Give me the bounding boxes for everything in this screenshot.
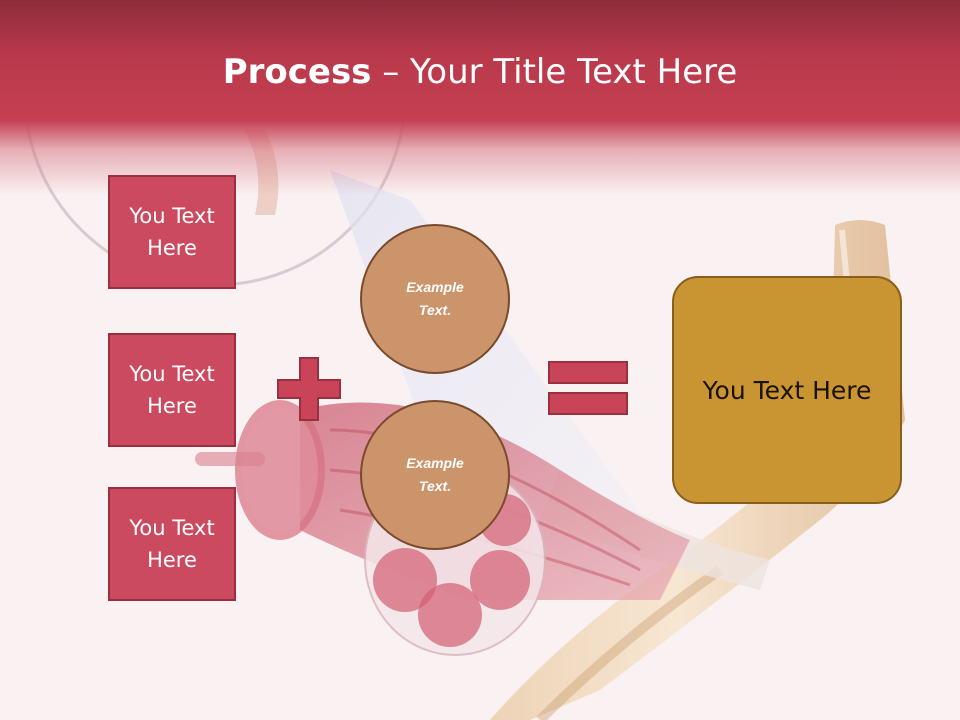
input-box-3[interactable]: You Text Here — [108, 487, 236, 601]
example-circle-label: Example Text. — [406, 455, 464, 494]
header-band — [0, 0, 960, 195]
example-circle-label: Example Text. — [406, 279, 464, 318]
example-circle-2[interactable]: Example Text. — [360, 400, 510, 550]
title-bold: Process — [222, 52, 372, 92]
plus-icon — [277, 357, 341, 421]
input-box-2[interactable]: You Text Here — [108, 333, 236, 447]
input-box-label: You Text Here — [129, 516, 215, 572]
result-label: You Text Here — [702, 375, 872, 405]
example-circle-1[interactable]: Example Text. — [360, 224, 510, 374]
input-box-label: You Text Here — [129, 204, 215, 260]
title-rest: – Your Title Text Here — [371, 52, 738, 92]
result-box[interactable]: You Text Here — [672, 276, 902, 504]
input-box-label: You Text Here — [129, 362, 215, 418]
slide-title: Process – Your Title Text Here — [0, 52, 960, 92]
input-box-1[interactable]: You Text Here — [108, 175, 236, 289]
equals-icon — [548, 361, 628, 415]
